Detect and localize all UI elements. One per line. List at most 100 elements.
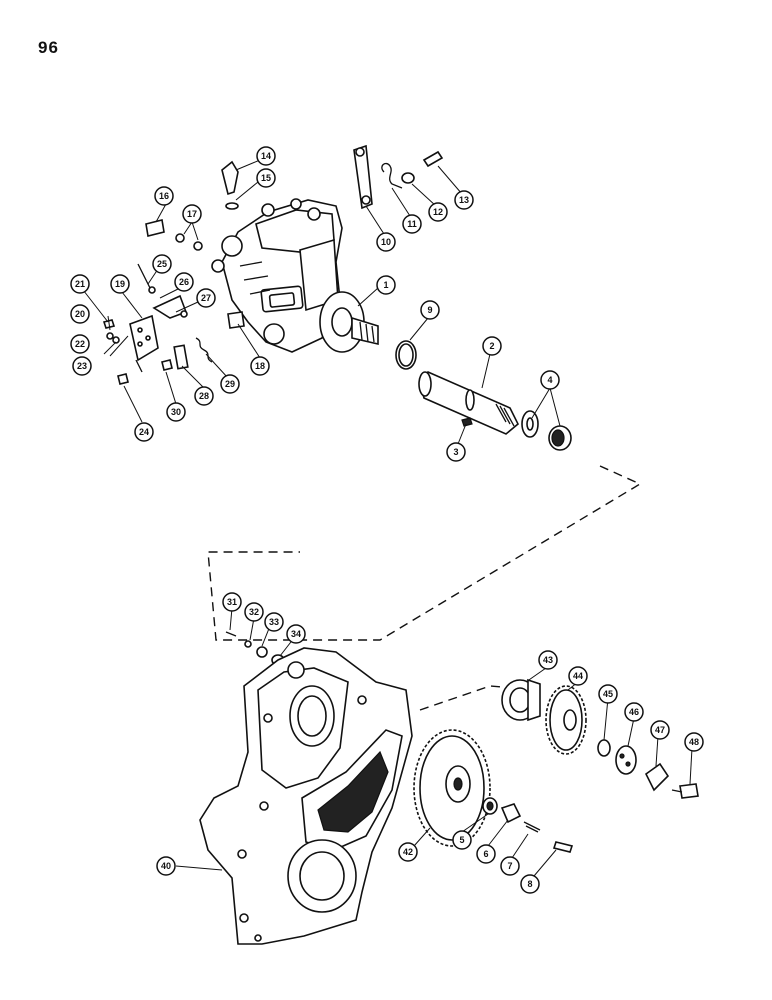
callout-21: 21 xyxy=(70,274,90,294)
pump-drive-shaft xyxy=(418,371,519,435)
governor-small-parts xyxy=(102,219,245,385)
alignment-line-upper xyxy=(207,465,642,641)
svg-text:30: 30 xyxy=(171,407,181,417)
callout-29: 29 xyxy=(220,374,240,394)
callout-1: 1 xyxy=(376,275,396,295)
svg-text:9: 9 xyxy=(427,305,432,315)
callout-46: 46 xyxy=(624,702,644,722)
svg-text:1: 1 xyxy=(383,280,388,290)
callout-30: 30 xyxy=(166,402,186,422)
svg-text:25: 25 xyxy=(157,259,167,269)
svg-text:27: 27 xyxy=(201,293,211,303)
throttle-lever-parts xyxy=(353,144,444,210)
callout-12: 12 xyxy=(428,202,448,222)
callout-40: 40 xyxy=(156,856,176,876)
callout-7: 7 xyxy=(500,856,520,876)
svg-text:32: 32 xyxy=(249,607,259,617)
svg-text:43: 43 xyxy=(543,655,553,665)
callout-24: 24 xyxy=(134,422,154,442)
callout-44: 44 xyxy=(568,666,588,686)
callout-31: 31 xyxy=(222,592,242,612)
svg-text:2: 2 xyxy=(489,341,494,351)
callout-17: 17 xyxy=(182,204,202,224)
svg-text:4: 4 xyxy=(547,375,552,385)
gear-fasteners xyxy=(482,797,574,853)
timing-gear-cover xyxy=(199,647,413,945)
svg-text:26: 26 xyxy=(179,277,189,287)
callout-20: 20 xyxy=(70,304,90,324)
callout-3: 3 xyxy=(446,442,466,462)
callout-15: 15 xyxy=(256,168,276,188)
page-number: 96 xyxy=(38,38,59,57)
svg-text:5: 5 xyxy=(459,835,464,845)
svg-text:33: 33 xyxy=(269,617,279,627)
callout-4: 4 xyxy=(540,370,560,390)
callout-9: 9 xyxy=(420,300,440,320)
callout-45: 45 xyxy=(598,684,618,704)
callout-14: 14 xyxy=(256,146,276,166)
svg-text:11: 11 xyxy=(407,219,417,229)
svg-text:15: 15 xyxy=(261,173,271,183)
callout-26: 26 xyxy=(174,272,194,292)
callout-25: 25 xyxy=(152,254,172,274)
pump-drive-gear xyxy=(413,729,491,847)
top-fitting-and-washer xyxy=(221,160,239,210)
svg-text:22: 22 xyxy=(75,339,85,349)
callout-18: 18 xyxy=(250,356,270,376)
svg-text:45: 45 xyxy=(603,689,613,699)
callout-2: 2 xyxy=(482,336,502,356)
svg-text:13: 13 xyxy=(459,195,469,205)
svg-text:24: 24 xyxy=(139,427,149,437)
callout-16: 16 xyxy=(154,186,174,206)
callout-32: 32 xyxy=(244,602,264,622)
svg-text:17: 17 xyxy=(187,209,197,219)
svg-text:42: 42 xyxy=(403,847,413,857)
callout-33: 33 xyxy=(264,612,284,632)
svg-text:31: 31 xyxy=(227,597,237,607)
callout-22: 22 xyxy=(70,334,90,354)
shaft-key xyxy=(461,417,473,427)
svg-text:6: 6 xyxy=(483,849,488,859)
callout-8: 8 xyxy=(520,874,540,894)
svg-text:46: 46 xyxy=(629,707,639,717)
callout-10: 10 xyxy=(376,232,396,252)
leader-lines xyxy=(79,159,693,877)
callout-13: 13 xyxy=(454,190,474,210)
svg-text:44: 44 xyxy=(573,671,583,681)
callout-48: 48 xyxy=(684,732,704,752)
svg-text:29: 29 xyxy=(225,379,235,389)
svg-text:16: 16 xyxy=(159,191,169,201)
callout-23: 23 xyxy=(72,356,92,376)
svg-text:3: 3 xyxy=(453,447,458,457)
callout-11: 11 xyxy=(402,214,422,234)
svg-text:23: 23 xyxy=(77,361,87,371)
svg-text:28: 28 xyxy=(199,391,209,401)
idler-gear-parts xyxy=(501,678,699,799)
callout-28: 28 xyxy=(194,386,214,406)
svg-text:12: 12 xyxy=(433,207,443,217)
svg-text:19: 19 xyxy=(115,279,125,289)
svg-text:8: 8 xyxy=(527,879,532,889)
callout-47: 47 xyxy=(650,720,670,740)
callout-34: 34 xyxy=(286,624,306,644)
callout-27: 27 xyxy=(196,288,216,308)
o-ring xyxy=(395,340,417,370)
svg-text:14: 14 xyxy=(261,151,271,161)
svg-text:34: 34 xyxy=(291,629,301,639)
callout-5: 5 xyxy=(452,830,472,850)
svg-text:40: 40 xyxy=(161,861,171,871)
callout-43: 43 xyxy=(538,650,558,670)
svg-text:21: 21 xyxy=(75,279,85,289)
svg-text:48: 48 xyxy=(689,737,699,747)
injection-pump xyxy=(211,198,379,353)
svg-text:7: 7 xyxy=(507,861,512,871)
callout-19: 19 xyxy=(110,274,130,294)
svg-text:20: 20 xyxy=(75,309,85,319)
bearing-pair xyxy=(521,410,572,451)
svg-text:18: 18 xyxy=(255,361,265,371)
callout-42: 42 xyxy=(398,842,418,862)
callout-6: 6 xyxy=(476,844,496,864)
cover-small-parts xyxy=(225,631,285,666)
svg-text:10: 10 xyxy=(381,237,391,247)
